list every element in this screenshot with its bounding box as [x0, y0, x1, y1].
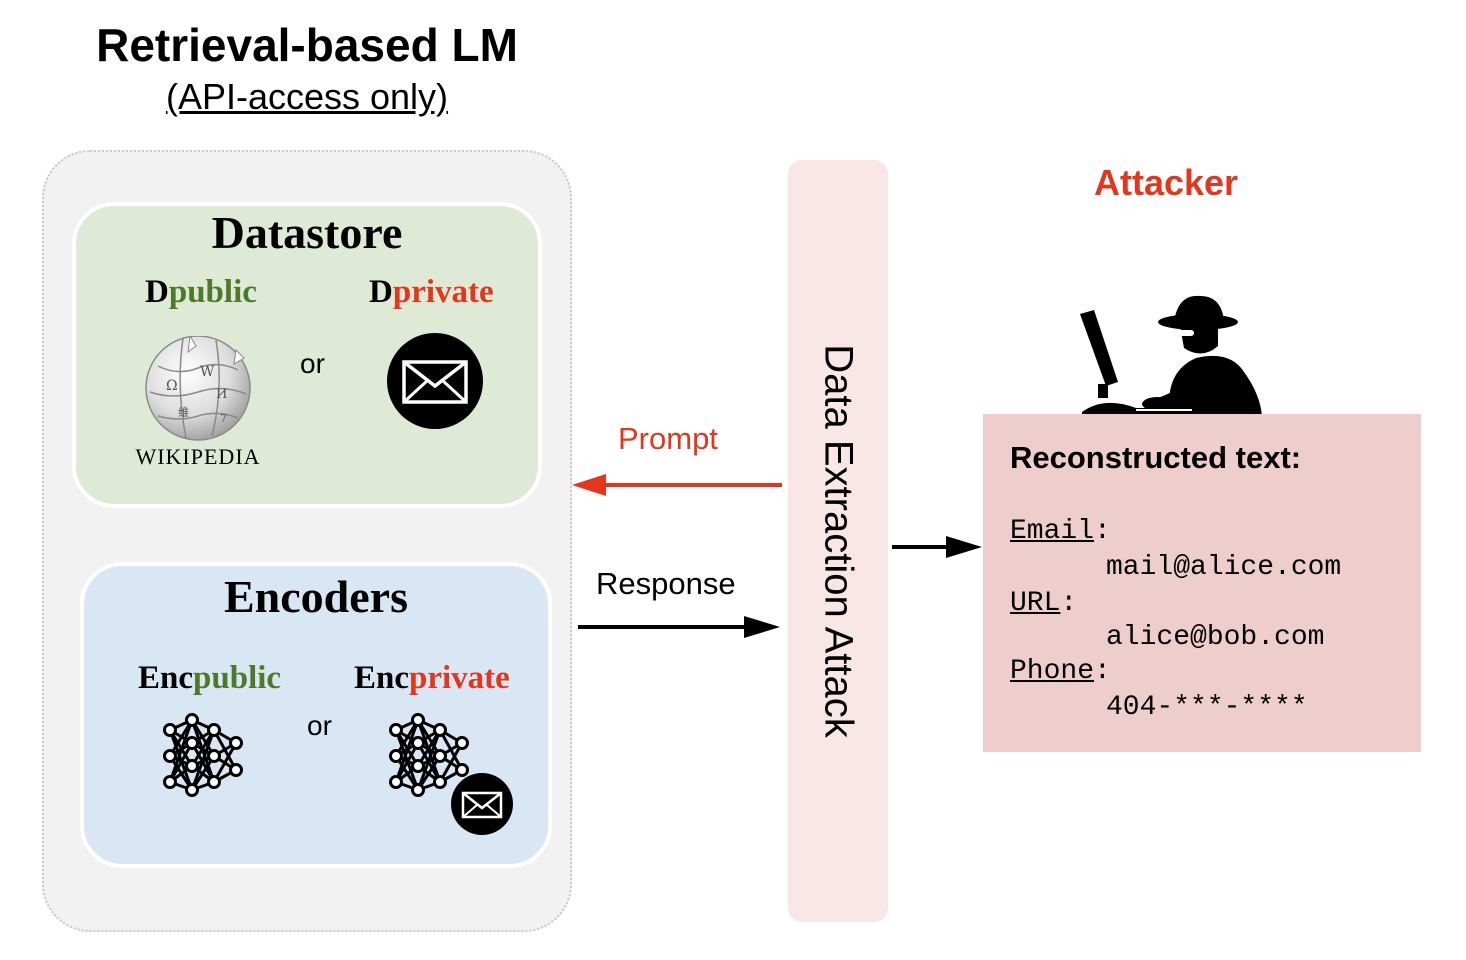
- phone-label: Phone: [1010, 656, 1095, 687]
- data-extraction-attack-bar: [788, 160, 888, 922]
- datastore-or-text: or: [300, 348, 325, 379]
- datastore-private-prefix: D: [369, 274, 393, 310]
- datastore-private-label: Dprivate: [369, 274, 494, 311]
- datastore-public-suffix: public: [168, 274, 257, 310]
- wikipedia-globe-icon: Ω W И 维 7: [145, 336, 251, 441]
- encoders-public-label: Encpublic: [138, 660, 281, 697]
- svg-text:W: W: [200, 364, 215, 380]
- wikipedia-caption: WIKIPEDIA: [135, 444, 261, 469]
- encoders-private-prefix: Enc: [354, 660, 410, 696]
- output-arrow: [892, 536, 982, 558]
- datastore-public-label: Dpublic: [145, 274, 257, 311]
- email-label: Email: [1010, 516, 1095, 547]
- encoders-or-text: or: [307, 710, 332, 741]
- prompt-arrow: [572, 474, 782, 496]
- hacker-at-computer-icon: [1080, 295, 1262, 416]
- envelope-icon: [451, 773, 513, 835]
- email-value: mail@alice.com: [1106, 552, 1342, 583]
- prompt-label: Prompt: [618, 421, 718, 456]
- encoders-title: Encoders: [224, 571, 408, 622]
- encoders-public-suffix: public: [193, 660, 282, 696]
- reconstructed-text-box: [983, 414, 1421, 752]
- encoders-public-prefix: Enc: [138, 660, 194, 696]
- envelope-icon: [387, 333, 483, 429]
- svg-text:维: 维: [178, 406, 189, 419]
- attacker-title: Attacker: [1094, 162, 1239, 203]
- reconstructed-text-title: Reconstructed text:: [1010, 440, 1302, 475]
- phone-field-label: Phone:: [1010, 656, 1111, 687]
- neural-network-icon: [389, 713, 469, 797]
- response-arrow: [578, 616, 780, 638]
- svg-text:Ω: Ω: [166, 378, 178, 394]
- svg-text:7: 7: [220, 412, 227, 425]
- data-extraction-attack-label: Data Extraction Attack: [816, 344, 861, 738]
- neural-network-icon: [163, 713, 243, 797]
- svg-text:И: И: [216, 387, 227, 402]
- phone-value: 404-***-****: [1106, 692, 1308, 723]
- encoders-private-label: Encprivate: [354, 660, 510, 697]
- datastore-private-suffix: private: [392, 274, 494, 310]
- encoders-private-suffix: private: [409, 660, 510, 696]
- datastore-title: Datastore: [211, 207, 403, 258]
- diagram-subtitle: (API-access only): [165, 76, 449, 117]
- url-value: alice@bob.com: [1106, 622, 1325, 653]
- url-field-label: URL:: [1010, 588, 1078, 619]
- email-field-label: Email:: [1010, 516, 1111, 547]
- response-label: Response: [596, 566, 736, 601]
- datastore-public-prefix: D: [145, 274, 169, 310]
- diagram-title: Retrieval-based LM: [96, 19, 518, 71]
- url-label: URL: [1010, 588, 1061, 619]
